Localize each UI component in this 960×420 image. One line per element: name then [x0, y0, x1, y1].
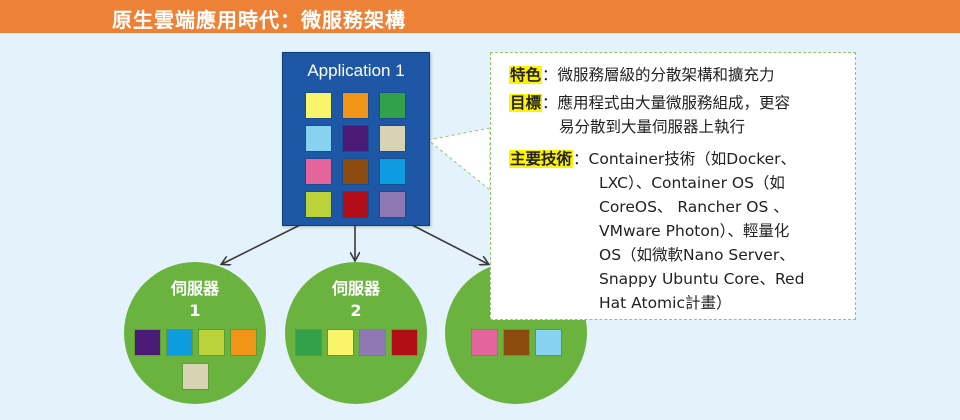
microservice-tile [380, 192, 405, 217]
microservice-tile [380, 93, 405, 118]
tech-line-7: Hat Atomic計畫） [599, 294, 732, 312]
server-1-label: 伺服器 [170, 279, 219, 298]
tech-line-5: OS（如微軟Nano Server、 [599, 246, 795, 264]
features-label: 特色 [509, 66, 543, 84]
microservice-tile [503, 330, 529, 355]
tech-row: 主要技術：Container技術（如Docker、 [509, 147, 796, 171]
microservice-tile [327, 330, 353, 355]
server-2-number: 2 [350, 301, 362, 320]
microservice-tile [306, 159, 331, 184]
features-row: 特色：微服務層級的分散架構和擴充力 [509, 63, 775, 87]
microservice-tile [182, 364, 208, 389]
goal-row: 目標：應用程式由大量微服務組成，更容 [509, 91, 790, 115]
tech-line-3: CoreOS、 Rancher OS 、 [599, 198, 789, 216]
microservice-tile [535, 330, 561, 355]
microservice-tile [198, 330, 224, 355]
goal-separator: ： [542, 94, 558, 112]
goal-line-2: 易分散到大量伺服器上執行 [559, 118, 746, 136]
goal-line-1: 應用程式由大量微服務組成，更容 [557, 94, 791, 112]
server-1: 伺服器 1 [124, 262, 266, 404]
application-title: Application 1 [307, 61, 405, 80]
tech-line-4: VMware Photon）、輕量化 [599, 222, 790, 240]
tech-separator: ： [573, 150, 589, 168]
features-separator: ： [542, 66, 558, 84]
tech-line-6: Snappy Ubuntu Core、Red [599, 270, 805, 288]
server-1-number: 1 [189, 301, 201, 320]
microservice-tile [359, 330, 385, 355]
microservice-tile [343, 126, 368, 151]
arrow-to-server-1 [222, 224, 301, 264]
features-value: 微服務層級的分散架構和擴充力 [557, 66, 775, 84]
page-title: 原生雲端應用時代：微服務架構 [112, 8, 406, 32]
microservice-tile [306, 126, 331, 151]
microservice-tile [343, 192, 368, 217]
microservice-tile [343, 93, 368, 118]
microservice-tile [391, 330, 417, 355]
microservice-tile [230, 330, 256, 355]
microservice-tile [134, 330, 160, 355]
server-2: 伺服器 2 [285, 262, 427, 404]
tech-line-1: Container技術（如Docker、 [588, 150, 797, 168]
tech-label: 主要技術 [509, 150, 574, 168]
microservice-tile [471, 330, 497, 355]
microservice-tile [306, 93, 331, 118]
description-callout: 特色：微服務層級的分散架構和擴充力 目標：應用程式由大量微服務組成，更容 易分散… [490, 52, 856, 320]
header-bar: 原生雲端應用時代：微服務架構 [0, 0, 960, 33]
arrow-to-server-3 [411, 224, 488, 264]
goal-label: 目標 [509, 94, 543, 112]
microservice-tile [166, 330, 192, 355]
microservice-tile [380, 126, 405, 151]
microservice-tile [295, 330, 321, 355]
microservice-tile [380, 159, 405, 184]
server-2-label: 伺服器 [331, 279, 380, 298]
microservice-tile [306, 192, 331, 217]
tech-line-2: LXC）、Container OS（如 [599, 174, 785, 192]
microservice-tile [343, 159, 368, 184]
application-box: Application 1 [282, 52, 430, 226]
callout-pointer [426, 127, 491, 192]
